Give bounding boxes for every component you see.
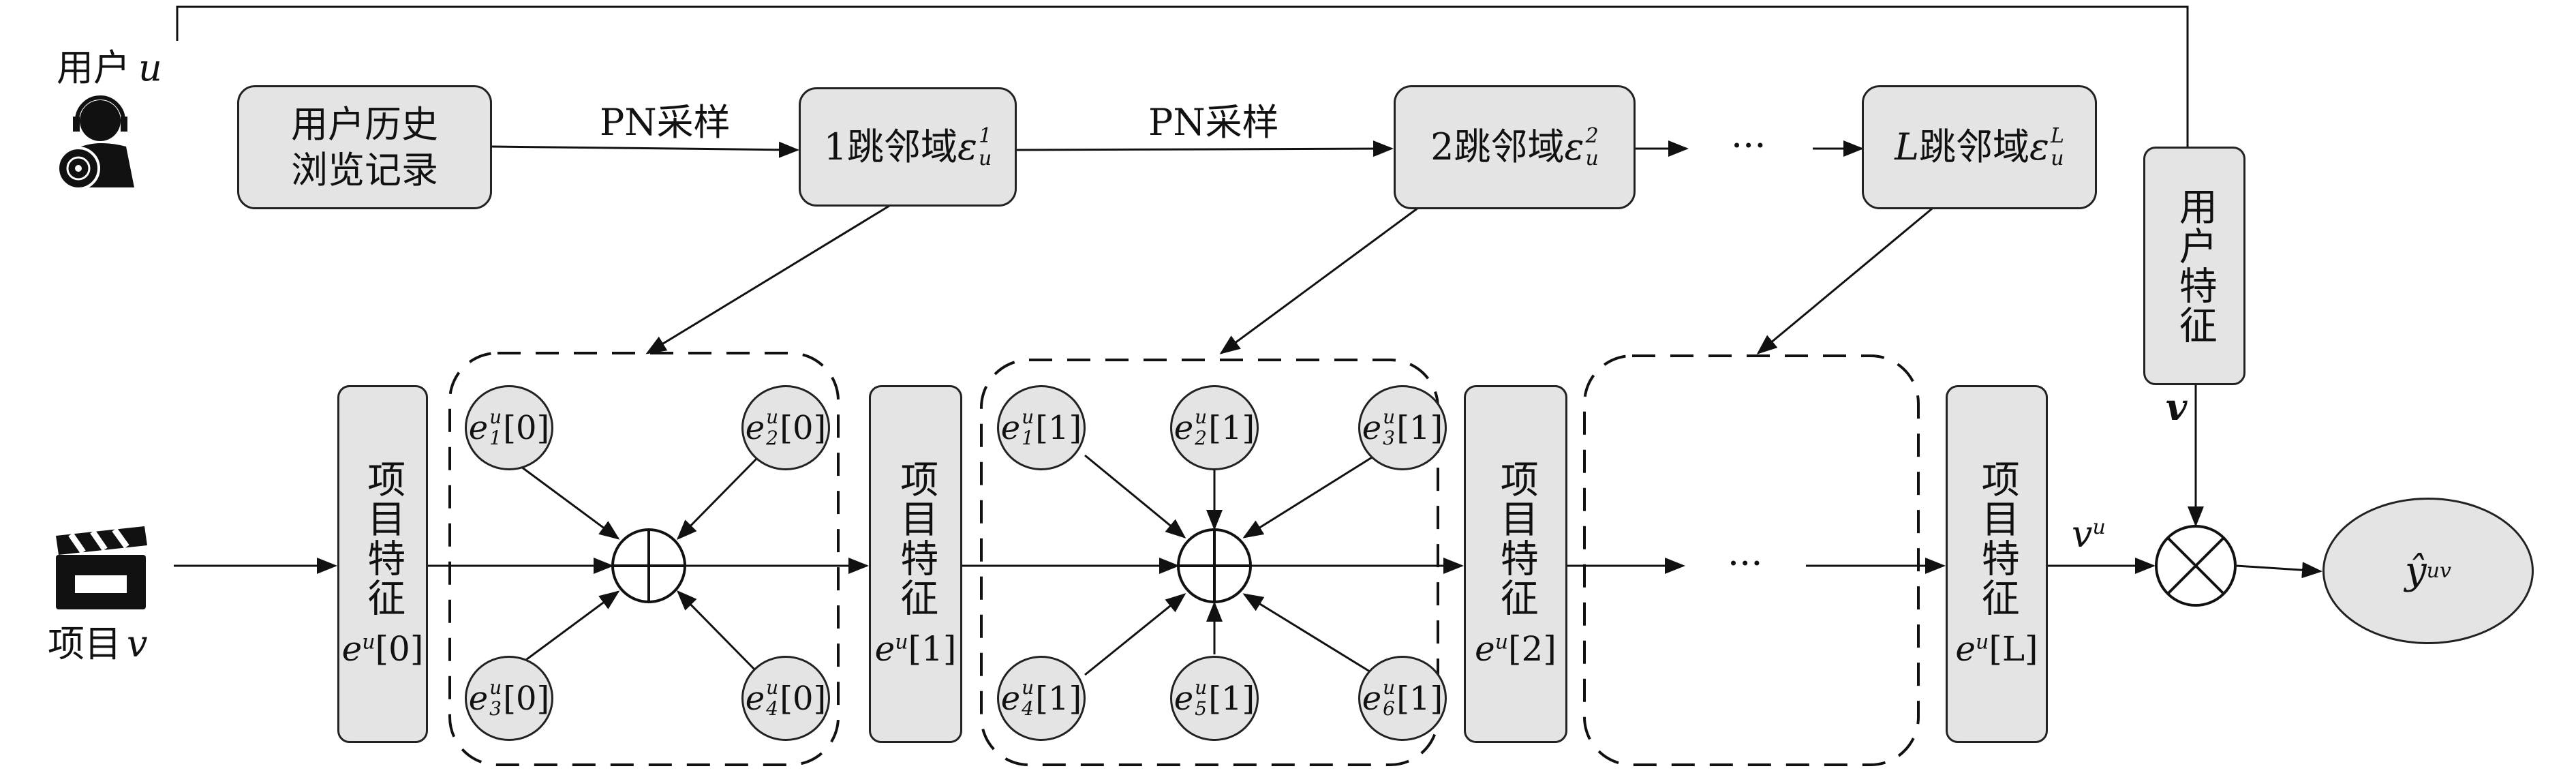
sum-operator-1 <box>611 528 686 603</box>
user-feature-output-label: v <box>2166 385 2188 429</box>
clapperboard-icon <box>56 526 147 609</box>
user-feature-box: 用户特征 <box>2143 147 2245 385</box>
product-operator <box>2155 525 2237 607</box>
top-ellipsis: ··· <box>1731 124 1766 167</box>
aggregation-group-3 <box>1583 354 1920 766</box>
arrow-hop1-hop2 <box>1015 140 1394 157</box>
item-feature-L: 项目特征 eu[L] <box>1946 385 2048 743</box>
pn-sampling-label-2: PN采样 <box>1148 101 1279 144</box>
user-headset-icon <box>57 95 134 187</box>
edges <box>174 5 2322 676</box>
item-feature-1: 项目特征 eu[1] <box>869 385 962 743</box>
sum-operator-2 <box>1177 528 1252 603</box>
item-feature-2: 项目特征 eu[2] <box>1464 385 1567 743</box>
arrow-times-prediction <box>2236 562 2322 579</box>
item-feature-0: 项目特征 eu[0] <box>337 385 428 743</box>
pn-sampling-label-1: PN采样 <box>600 101 731 144</box>
final-vector-label: vu <box>2072 513 2106 556</box>
aggregation-group-2 <box>980 359 1439 766</box>
user-history-line1: 用户历史 <box>291 102 438 146</box>
user-top-line <box>176 5 2189 147</box>
middle-ellipsis: ··· <box>1728 542 1763 585</box>
arrow-hop1-group1 <box>645 204 890 354</box>
arrow-history-hop1 <box>491 141 799 158</box>
arrow-hopL-group3 <box>1756 204 1936 354</box>
user-history-line2: 浏览记录 <box>291 149 438 192</box>
arrow-hop2-group2 <box>1219 204 1422 354</box>
user-history-box: 用户历史 浏览记录 <box>237 85 492 209</box>
